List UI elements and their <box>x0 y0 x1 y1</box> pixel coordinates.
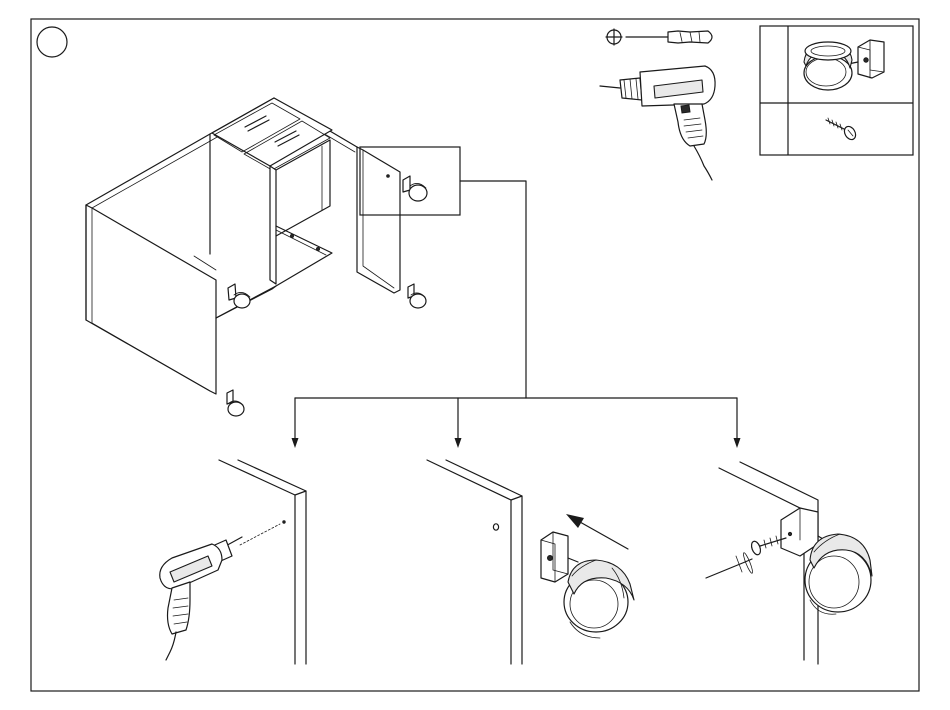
parts-table <box>760 26 913 155</box>
screwdriver-icon <box>606 29 712 45</box>
detail-insert-caster <box>427 460 634 664</box>
caster-wheel-icon <box>805 534 872 614</box>
caster-wheel-icon <box>227 390 244 416</box>
screwdriver-icon <box>706 552 754 578</box>
caster-wheel-icon <box>541 532 634 638</box>
detail-drill-hole <box>160 460 306 664</box>
caster-wheel-icon <box>408 284 426 308</box>
detail-screw-caster <box>706 462 872 664</box>
arrow-left-icon <box>566 514 628 549</box>
screw-icon <box>826 118 858 142</box>
arrow-down-icon <box>292 438 299 448</box>
arrow-down-icon <box>734 438 741 448</box>
arrow-down-icon <box>455 438 462 448</box>
cabinet-assembly <box>86 98 460 416</box>
step-badge <box>37 27 67 57</box>
caster-wheel-icon <box>228 284 250 308</box>
caster-wheel-icon <box>403 176 427 201</box>
caster-wheel-icon <box>804 40 884 90</box>
drill-icon <box>160 537 242 660</box>
drill-icon <box>600 66 715 180</box>
